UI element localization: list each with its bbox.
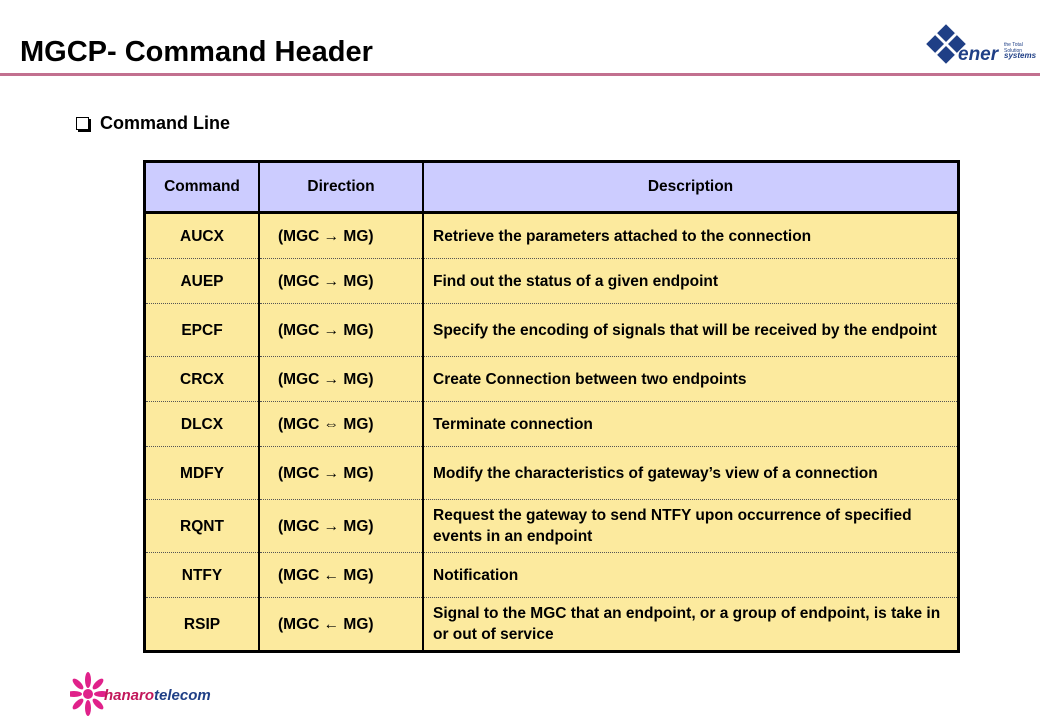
xener-logo: the Total Solution ener systems (924, 20, 1036, 70)
column-header: Command (144, 161, 260, 214)
hanaro-logo: hanarotelecom (70, 672, 240, 716)
page-title: MGCP- Command Header (20, 36, 373, 68)
column-header: Description (423, 161, 959, 214)
column-header: Direction (259, 161, 424, 214)
direction-cell: (MGC ← MG) (259, 597, 424, 652)
xener-tagline: the Total Solution (1004, 42, 1023, 54)
table-row: RSIP (MGC ← MG) Signal to the MGC that a… (144, 597, 959, 652)
checkbox-bullet-icon (76, 117, 89, 130)
description-cell: Specify the encoding of signals that wil… (423, 303, 959, 357)
table-row: NTFY (MGC ← MG) Notification (144, 552, 959, 598)
xener-brand: ener (958, 44, 999, 65)
description-cell: Signal to the MGC that an endpoint, or a… (423, 597, 959, 652)
table-row: AUCX (MGC → MG) Retrieve the parameters … (144, 212, 959, 259)
description-cell: Request the gateway to send NTFY upon oc… (423, 499, 959, 553)
table-row: EPCF (MGC → MG) Specify the encoding of … (144, 303, 959, 357)
table-row: RQNT (MGC → MG) Request the gateway to s… (144, 499, 959, 553)
section-title: Command Line (100, 113, 231, 133)
table-row: AUEP (MGC → MG) Find out the status of a… (144, 258, 959, 304)
hanaro-flower-icon (70, 672, 106, 716)
direction-cell: (MGC → MG) (259, 212, 424, 259)
command-cell: EPCF (144, 303, 260, 357)
section-heading: Command Line (76, 113, 230, 134)
command-cell: NTFY (144, 552, 260, 598)
direction-cell: (MGC → MG) (259, 303, 424, 357)
command-cell: CRCX (144, 356, 260, 402)
command-cell: RSIP (144, 597, 260, 652)
table-header-row: Command Direction Description (144, 161, 959, 214)
xener-sub: systems (1004, 51, 1037, 60)
description-cell: Find out the status of a given endpoint (423, 258, 959, 304)
command-cell: AUEP (144, 258, 260, 304)
direction-cell: (MGC → MG) (259, 446, 424, 500)
direction-cell: (MGC ← MG) (259, 552, 424, 598)
direction-cell: (MGC → MG) (259, 499, 424, 553)
xener-x-icon (926, 24, 966, 64)
direction-cell: (MGC → MG) (259, 258, 424, 304)
command-cell: AUCX (144, 212, 260, 259)
table-row: DLCX (MGC ⇔ MG) Terminate connection (144, 401, 959, 447)
description-cell: Terminate connection (423, 401, 959, 447)
title-divider (0, 73, 1040, 76)
table-row: MDFY (MGC → MG) Modify the characteristi… (144, 446, 959, 500)
description-cell: Modify the characteristics of gateway’s … (423, 446, 959, 500)
direction-cell: (MGC ⇔ MG) (259, 401, 424, 447)
direction-cell: (MGC → MG) (259, 356, 424, 402)
command-cell: DLCX (144, 401, 260, 447)
command-table: Command Direction Description AUCX (MGC … (143, 160, 960, 653)
description-cell: Notification (423, 552, 959, 598)
command-cell: MDFY (144, 446, 260, 500)
hanaro-wordmark: hanarotelecom (104, 687, 211, 704)
table-row: CRCX (MGC → MG) Create Connection betwee… (144, 356, 959, 402)
command-cell: RQNT (144, 499, 260, 553)
description-cell: Create Connection between two endpoints (423, 356, 959, 402)
description-cell: Retrieve the parameters attached to the … (423, 212, 959, 259)
